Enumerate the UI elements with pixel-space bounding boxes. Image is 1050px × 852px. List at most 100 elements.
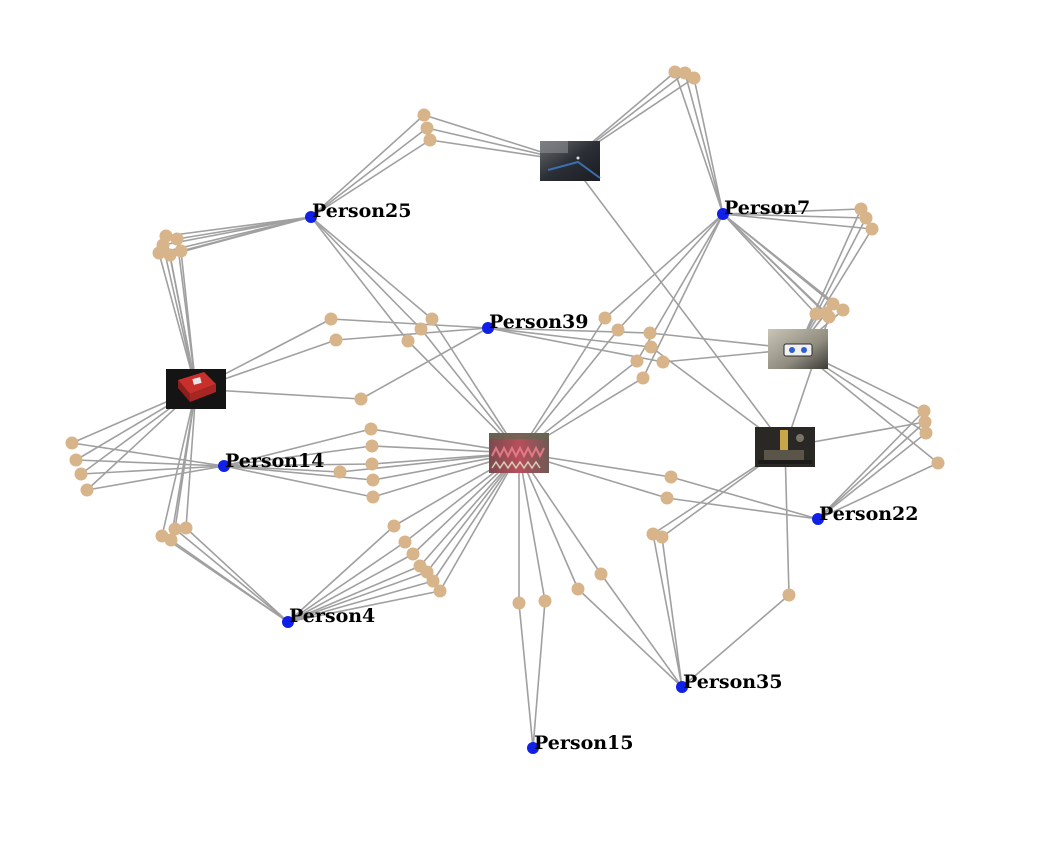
intermediate-node[interactable] (660, 491, 674, 505)
edge-line (287, 541, 406, 623)
edge-line (642, 213, 724, 379)
intermediate-node[interactable] (656, 355, 670, 369)
intermediate-node[interactable] (919, 426, 933, 440)
edge-line (817, 410, 925, 520)
intermediate-node[interactable] (865, 222, 879, 236)
intermediate-node[interactable] (366, 473, 380, 487)
person-label: Person15 (534, 732, 634, 754)
intermediate-node[interactable] (809, 307, 823, 321)
edge-line (817, 432, 927, 520)
image-nodes-layer (166, 141, 828, 473)
intermediate-node[interactable] (571, 582, 585, 596)
edge-line (287, 590, 441, 623)
intermediate-node[interactable] (423, 133, 437, 147)
person-node-14[interactable]: Person14 (218, 450, 325, 472)
intermediate-node[interactable] (425, 312, 439, 326)
person-node-15[interactable]: Person15 (527, 732, 634, 754)
intermediate-node[interactable] (859, 211, 873, 225)
intermediate-node[interactable] (687, 71, 701, 85)
edge-line (670, 476, 819, 520)
intermediate-node[interactable] (931, 456, 945, 470)
intermediate-node[interactable] (643, 326, 657, 340)
edge-line (817, 421, 926, 520)
image-node-gadget[interactable] (768, 329, 828, 369)
edge-line (75, 459, 225, 467)
edge-line (223, 465, 341, 473)
intermediate-node[interactable] (365, 457, 379, 471)
intermediate-node[interactable] (69, 453, 83, 467)
intermediate-node[interactable] (417, 108, 431, 122)
edge-line (577, 588, 683, 688)
edge-line (162, 244, 197, 390)
person-node-25[interactable]: Person25 (305, 200, 412, 223)
intermediate-node[interactable] (630, 354, 644, 368)
edge-line (335, 327, 489, 341)
intermediate-node[interactable] (826, 297, 840, 311)
intermediate-node[interactable] (324, 312, 338, 326)
edge-line (722, 213, 844, 311)
image-node-circuit[interactable] (489, 433, 549, 473)
intermediate-node[interactable] (164, 533, 178, 547)
intermediate-node[interactable] (401, 334, 415, 348)
intermediate-node[interactable] (65, 436, 79, 450)
edge-line (722, 208, 862, 215)
intermediate-node[interactable] (664, 470, 678, 484)
intermediate-node[interactable] (364, 422, 378, 436)
intermediate-node[interactable] (668, 65, 682, 79)
person-node-39[interactable]: Person39 (482, 311, 589, 334)
intermediate-node[interactable] (354, 392, 368, 406)
edge-line (684, 72, 724, 215)
intermediate-node[interactable] (836, 303, 850, 317)
intermediate-node[interactable] (168, 522, 182, 536)
intermediate-node[interactable] (414, 322, 428, 336)
intermediate-node[interactable] (329, 333, 343, 347)
intermediate-node[interactable] (782, 588, 796, 602)
intermediate-node[interactable] (152, 246, 166, 260)
edge-line (310, 114, 425, 218)
image-node-electronics[interactable] (755, 427, 815, 467)
intermediate-node[interactable] (387, 519, 401, 533)
person-node-4[interactable]: Person4 (282, 605, 375, 628)
intermediate-node[interactable] (655, 530, 669, 544)
intermediate-node[interactable] (170, 232, 184, 246)
image-node-red-box[interactable] (166, 369, 226, 409)
intermediate-node[interactable] (594, 567, 608, 581)
edge-line (174, 388, 197, 530)
intermediate-node[interactable] (512, 596, 526, 610)
intermediate-node[interactable] (80, 483, 94, 497)
edge-line (674, 71, 724, 215)
intermediate-node[interactable] (822, 310, 836, 324)
intermediate-node[interactable] (163, 248, 177, 262)
intermediate-node[interactable] (366, 490, 380, 504)
edge-line (174, 528, 289, 623)
intermediate-node[interactable] (433, 584, 447, 598)
intermediate-node[interactable] (636, 371, 650, 385)
person-label: Person39 (489, 311, 589, 333)
intermediate-node[interactable] (598, 311, 612, 325)
person-node-7[interactable]: Person7 (717, 197, 810, 220)
edge-line (223, 428, 372, 467)
intermediate-node[interactable] (420, 121, 434, 135)
intermediate-node[interactable] (333, 465, 347, 479)
intermediate-node[interactable] (179, 521, 193, 535)
edge-line (310, 216, 409, 342)
intermediate-node[interactable] (538, 594, 552, 608)
intermediate-node[interactable] (917, 404, 931, 418)
intermediate-node[interactable] (365, 439, 379, 453)
edge-line (287, 565, 421, 623)
intermediate-node[interactable] (918, 415, 932, 429)
edge-line (310, 216, 422, 330)
intermediate-node[interactable] (644, 340, 658, 354)
intermediate-node[interactable] (174, 244, 188, 258)
edge-line (310, 216, 433, 320)
intermediate-node[interactable] (406, 547, 420, 561)
image-node-dark[interactable] (540, 141, 601, 181)
intermediate-node[interactable] (74, 467, 88, 481)
intermediate-node[interactable] (426, 574, 440, 588)
edge-line (158, 252, 197, 390)
intermediate-node[interactable] (611, 323, 625, 337)
person-node-35[interactable]: Person35 (676, 671, 783, 693)
intermediate-node[interactable] (398, 535, 412, 549)
person-node-22[interactable]: Person22 (812, 503, 919, 525)
